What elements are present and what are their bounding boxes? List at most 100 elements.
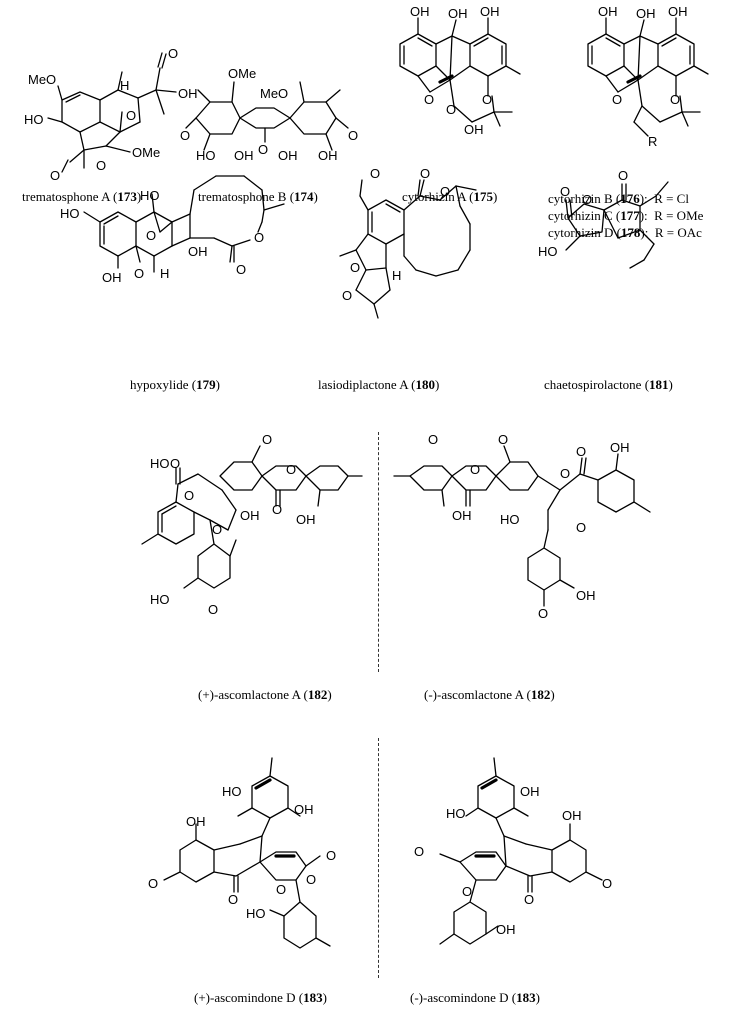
label-oh: OH bbox=[448, 6, 468, 21]
label-o: O bbox=[342, 288, 352, 303]
label-o: O bbox=[440, 184, 450, 199]
label-o: O bbox=[276, 882, 286, 897]
label-ho: HO bbox=[140, 188, 160, 203]
label-oh: OH bbox=[610, 440, 630, 455]
label-ome: OMe bbox=[228, 66, 256, 81]
caption-178: cytorhizin D (178): R = OAc bbox=[548, 225, 702, 240]
label-o: O bbox=[576, 520, 586, 535]
caption-180: lasiodiplactone A (180) bbox=[318, 377, 440, 392]
label-o: O bbox=[420, 166, 430, 181]
label-o: O bbox=[446, 102, 456, 117]
label-o: O bbox=[208, 602, 218, 617]
structure-174: OMe MeO O O HO OH O OH OH bbox=[180, 66, 358, 163]
label-oh: OH bbox=[186, 814, 206, 829]
label-o: O bbox=[538, 606, 548, 621]
label-oh: OH bbox=[520, 784, 540, 799]
mirror-divider bbox=[378, 432, 379, 672]
label-oh: OH bbox=[294, 802, 314, 817]
label-o: O bbox=[470, 462, 480, 477]
label-o: O bbox=[370, 166, 380, 181]
label-o: O bbox=[262, 432, 272, 447]
label-o: O bbox=[414, 844, 424, 859]
label-o: O bbox=[326, 848, 336, 863]
label-o: O bbox=[272, 502, 282, 517]
label-o: O bbox=[424, 92, 434, 107]
label-o: O bbox=[286, 462, 296, 477]
label-o: O bbox=[170, 456, 180, 471]
label-ho: HO bbox=[500, 512, 520, 527]
structure-181: O O O HO bbox=[538, 168, 669, 269]
caption-183-plus: (+)-ascomindone D (183) bbox=[194, 990, 327, 1005]
label-oh: OH bbox=[480, 4, 500, 19]
label-h: H bbox=[120, 78, 129, 93]
label-o: O bbox=[582, 192, 592, 207]
label-o: O bbox=[96, 158, 106, 173]
structure-182-plus: HO O O O OH HO O O O O OH bbox=[141, 432, 363, 617]
structure-173: MeO HO O OH O O O OMe H bbox=[24, 46, 198, 183]
label-o: O bbox=[618, 168, 628, 183]
structure-183-minus: HO OH O OH O O O OH bbox=[414, 757, 612, 945]
caption-174: trematosphone B (174) bbox=[198, 189, 318, 204]
caption-176: cytorhizin B (176): R = Cl bbox=[548, 191, 689, 206]
label-o: O bbox=[254, 230, 264, 245]
label-oh: OH bbox=[296, 512, 316, 527]
label-oh: OH bbox=[234, 148, 254, 163]
label-ho: HO bbox=[150, 456, 170, 471]
label-o: O bbox=[126, 108, 136, 123]
label-oh: OH bbox=[188, 244, 208, 259]
label-ome: OMe bbox=[132, 145, 160, 160]
caption-182-plus: (+)-ascomlactone A (182) bbox=[198, 687, 332, 702]
label-oh: OH bbox=[636, 6, 656, 21]
caption-182-minus: (-)-ascomlactone A (182) bbox=[424, 687, 555, 702]
structure-180: O O O O O H bbox=[339, 166, 477, 319]
label-h: H bbox=[160, 266, 169, 281]
label-r: R bbox=[648, 134, 657, 149]
structure-175: OH OH OH O O O OH bbox=[399, 4, 521, 137]
label-o: O bbox=[228, 892, 238, 907]
label-o: O bbox=[306, 872, 316, 887]
label-o: O bbox=[576, 444, 586, 459]
label-o: O bbox=[236, 262, 246, 277]
caption-183-minus: (-)-ascomindone D (183) bbox=[410, 990, 540, 1005]
label-o: O bbox=[348, 128, 358, 143]
label-oh: OH bbox=[598, 4, 618, 19]
label-o: O bbox=[146, 228, 156, 243]
caption-175: cytorhizin A (175) bbox=[402, 189, 498, 204]
label-o: O bbox=[560, 184, 570, 199]
label-meo: MeO bbox=[28, 72, 56, 87]
label-oh: HO bbox=[446, 806, 466, 821]
label-ho: HO bbox=[246, 906, 266, 921]
label-ho: HO bbox=[222, 784, 242, 799]
label-oh: OH bbox=[464, 122, 484, 137]
label-o: O bbox=[498, 432, 508, 447]
label-o: O bbox=[134, 266, 144, 281]
label-oh: OH bbox=[278, 148, 298, 163]
label-o: O bbox=[428, 432, 438, 447]
label-oh: OH bbox=[178, 86, 198, 101]
structure-179: HO OH O HO O H OH O O bbox=[60, 175, 285, 285]
structure-183-plus: HO OH O OH O O O O HO bbox=[148, 757, 336, 949]
caption-177: cytorhizin C (177): R = OMe bbox=[548, 208, 704, 223]
label-oh: OH bbox=[240, 508, 260, 523]
label-oh: OH bbox=[576, 588, 596, 603]
label-ho: HO bbox=[150, 592, 170, 607]
label-oh: OH bbox=[102, 270, 122, 285]
label-o: O bbox=[524, 892, 534, 907]
label-o: O bbox=[184, 488, 194, 503]
label-o: O bbox=[350, 260, 360, 275]
label-oh: OH bbox=[318, 148, 338, 163]
label-ho: HO bbox=[196, 148, 216, 163]
caption-173: trematosphone A (173) bbox=[22, 189, 142, 204]
label-ho: HO bbox=[60, 206, 80, 221]
label-o: O bbox=[212, 522, 222, 537]
label-oh: OH bbox=[496, 922, 516, 937]
caption-179: hypoxylide (179) bbox=[130, 377, 220, 392]
label-o: O bbox=[258, 142, 268, 157]
label-o: O bbox=[482, 92, 492, 107]
label-ho: HO bbox=[24, 112, 44, 127]
label-h: H bbox=[392, 268, 401, 283]
label-o: O bbox=[462, 884, 472, 899]
label-oh: OH bbox=[668, 4, 688, 19]
